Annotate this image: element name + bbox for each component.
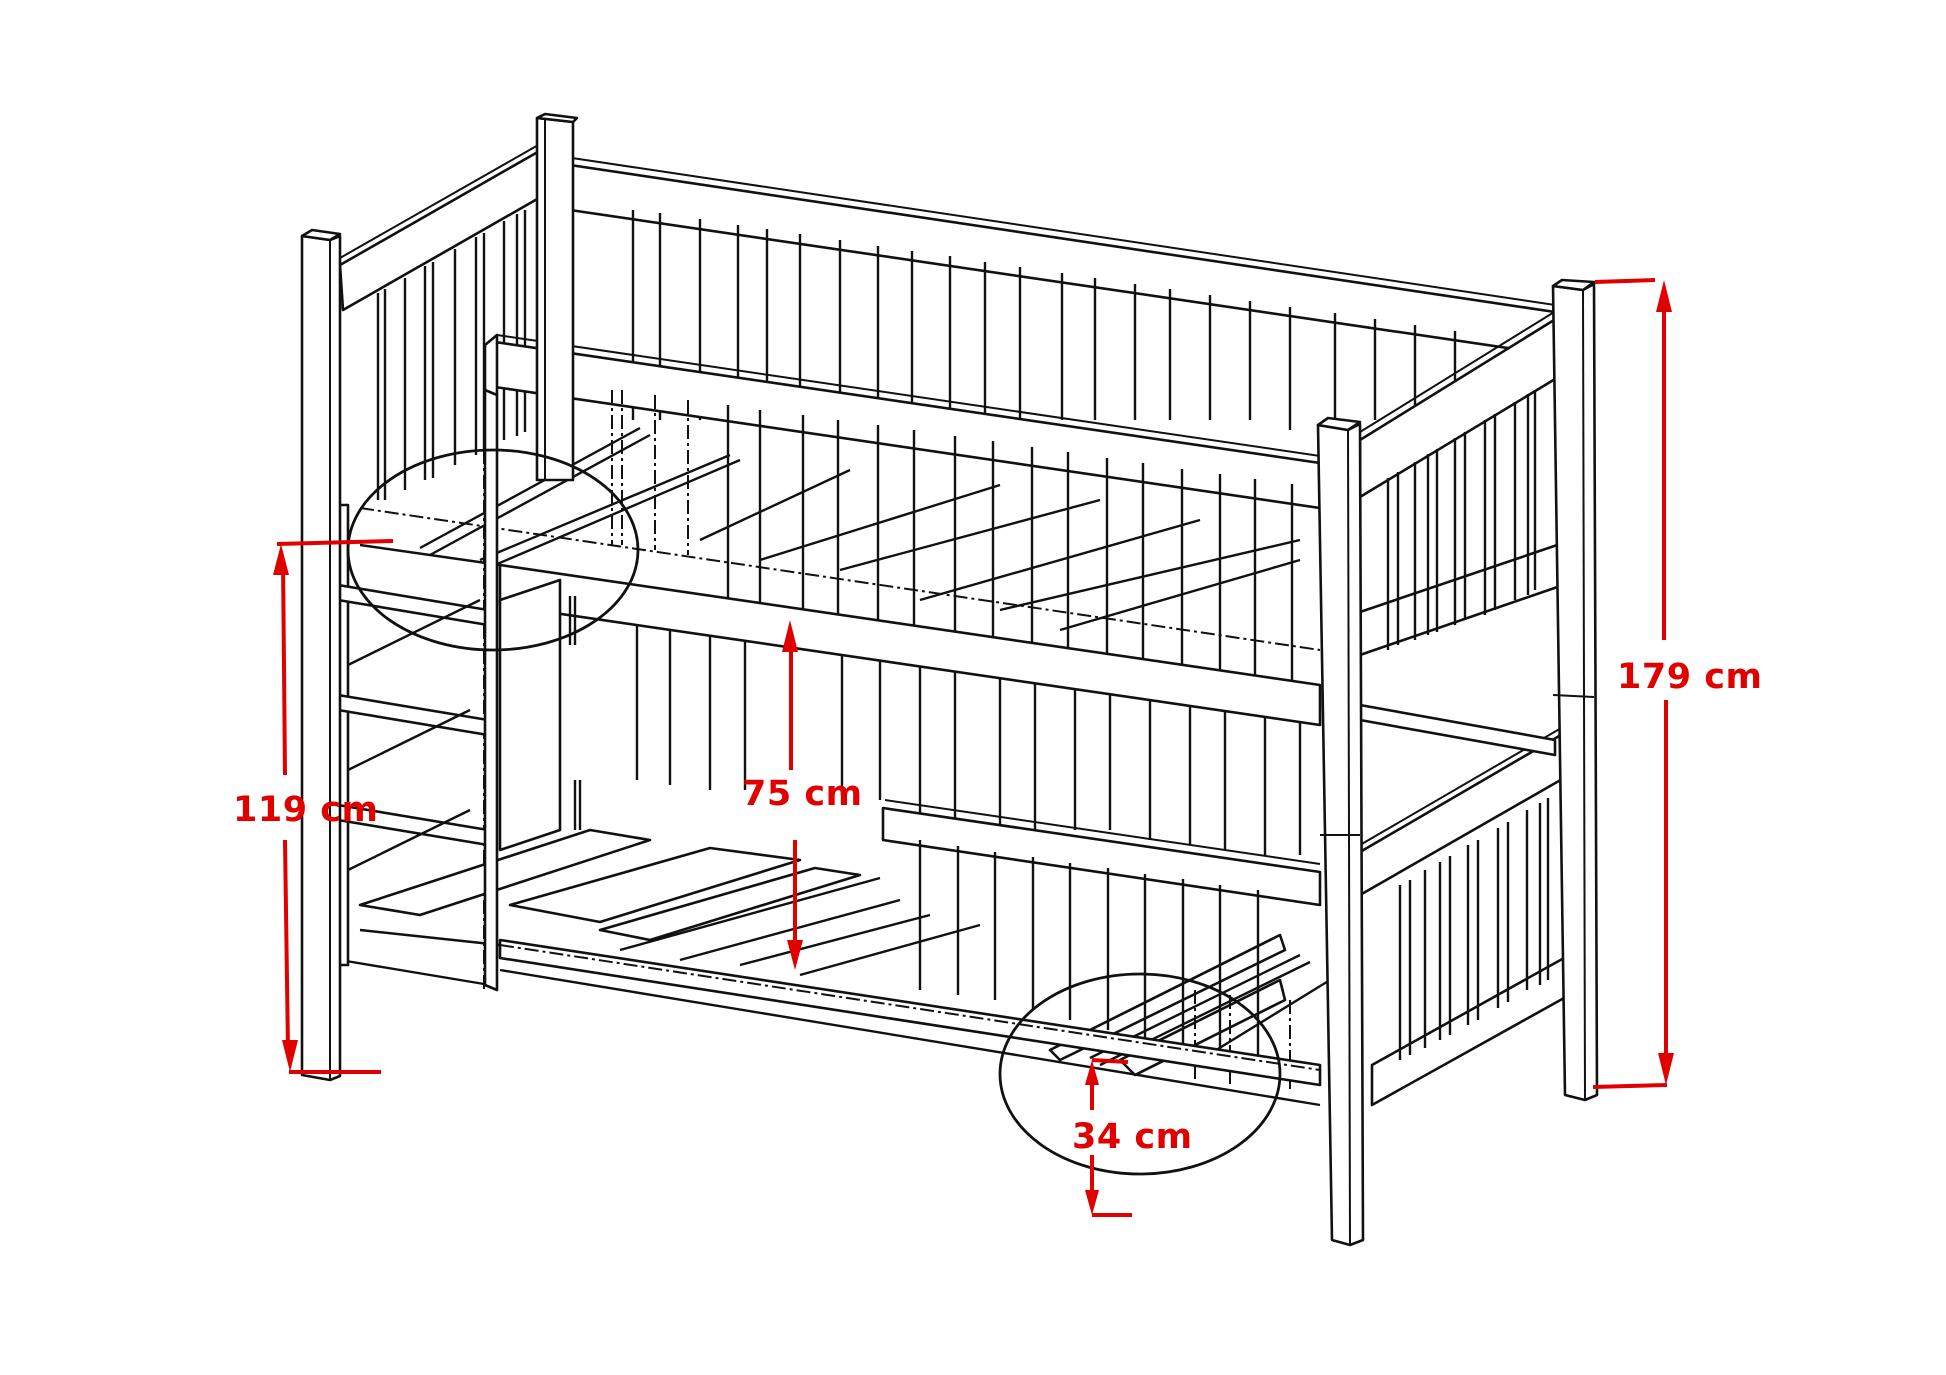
- lower-slat-detail-ellipse: [998, 972, 1282, 1176]
- dimension-total-height: [1592, 278, 1674, 1089]
- lower-front-guard-rail: [881, 799, 1322, 1090]
- back-left-headboard: [338, 139, 555, 500]
- dimension-label-clearance: 75 cm: [742, 774, 863, 814]
- back-lower-beam: [1358, 703, 1557, 757]
- upper-right-footboard: [1358, 305, 1574, 657]
- upper-front-side-beam: [359, 507, 1322, 727]
- lower-front-side-beam: [339, 780, 1322, 1107]
- dimension-upper-bed-height: [273, 539, 394, 1074]
- lower-right-footboard: [1358, 719, 1584, 1107]
- dimension-lower-bed-height: [1085, 1058, 1132, 1217]
- front-right-post: [1316, 416, 1365, 1247]
- dimension-clearance: [782, 620, 803, 970]
- upper-slat-detail-ellipse: [346, 448, 640, 652]
- back-right-post: [1551, 278, 1599, 1102]
- back-left-post: [535, 112, 579, 482]
- back-lower-side-rail: [635, 620, 1302, 855]
- dimension-label-lower-bed-height: 34 cm: [1072, 1117, 1193, 1157]
- upper-bed-slats: [419, 426, 1301, 632]
- dimension-label-upper-bed-height: 119 cm: [233, 790, 379, 830]
- front-left-post: [300, 228, 342, 1082]
- dimension-label-total-height: 179 cm: [1617, 657, 1763, 697]
